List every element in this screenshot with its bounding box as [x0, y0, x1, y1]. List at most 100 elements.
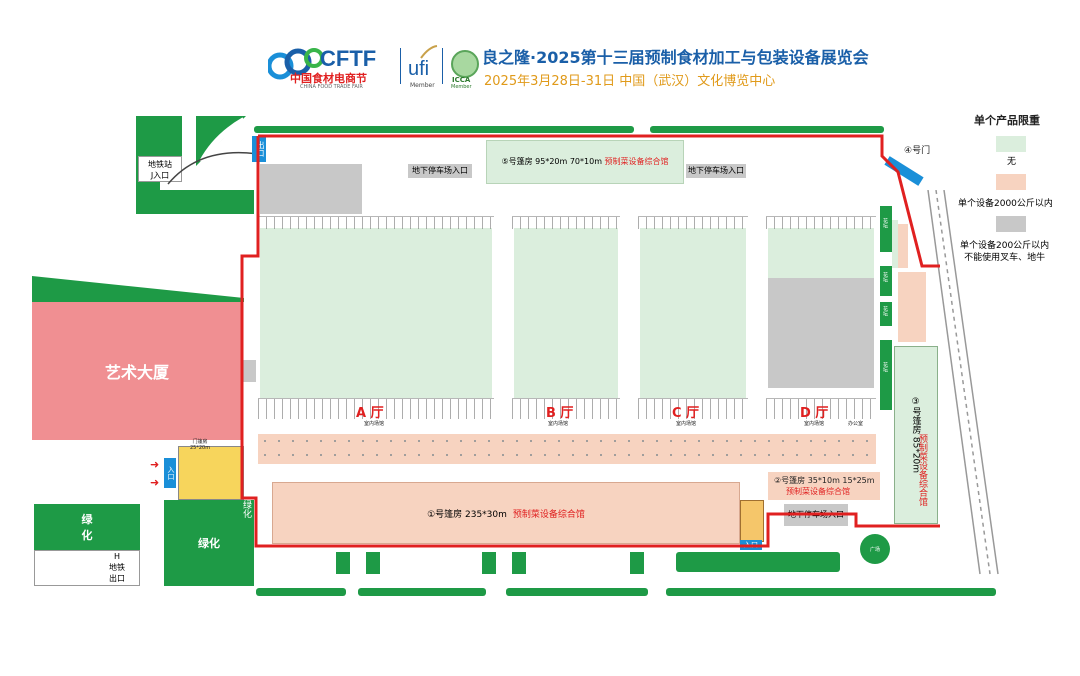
greenery-block — [136, 116, 182, 156]
header: CFTF 中国食材电商节 CHINA FOOD TRADE FAIR ufi M… — [0, 0, 1080, 100]
icca-logo-icon — [451, 50, 479, 78]
greenery-strip — [676, 552, 840, 572]
legend-item-200kg: 单个设备200公斤以内 不能使用叉车、地牛 — [960, 241, 1050, 263]
connector — [242, 360, 256, 382]
hall-c-area — [640, 228, 746, 398]
metro-j-entrance: 地铁站 J入口 — [138, 156, 182, 182]
greenery-block: 绿化 — [34, 504, 140, 550]
greenery-post — [630, 552, 644, 574]
legend-swatch-200kg — [996, 216, 1026, 232]
legend: 单个产品限重 无 单个设备2000公斤以内 单个设备200公斤以内 不能使用叉车… — [944, 108, 1080, 288]
tent-2-name: ②号篷房 35*10m 15*25m — [774, 476, 875, 485]
tent-1-use: 预制菜设备综合馆 — [512, 509, 585, 520]
page-title: 良之隆·2025第十三届预制食材加工与包装设备展览会 — [482, 48, 869, 67]
ufi-logo: ufi — [408, 58, 430, 80]
greenery-post — [366, 552, 380, 574]
tent-1-name: ①号篷房 235*30m — [427, 509, 507, 520]
cftf-logo-cn: 中国食材电商节 — [290, 72, 367, 85]
flower-bed — [880, 206, 892, 252]
greenery-block — [136, 190, 254, 214]
greenery-strip — [666, 588, 996, 596]
hall-a-label: A 厅 — [356, 406, 384, 421]
flower-label: 花坛 — [882, 306, 888, 316]
gate-tent — [178, 446, 244, 500]
indoor-b-label: 室内场馆 — [548, 421, 569, 427]
art-building-roof — [32, 276, 244, 302]
tent-1-stalls — [740, 500, 764, 542]
greenery-strip — [650, 126, 884, 133]
hall-c-facade — [638, 216, 748, 229]
greenery-strip-vertical: 绿化 — [240, 500, 254, 542]
plaza: 广场 — [860, 534, 890, 564]
restricted-area — [260, 164, 362, 214]
divider-2 — [442, 48, 443, 84]
hall-c-label: C 厅 — [672, 406, 700, 421]
flower-bed — [880, 340, 892, 410]
office-label: 办公室 — [848, 421, 864, 427]
arrow-right-icon: ➜ — [150, 458, 160, 471]
cftf-logo-icon — [266, 44, 324, 84]
hall-a-area — [260, 228, 492, 398]
curve-road — [160, 146, 260, 186]
gate-tent-label: 门篷房 25*20m — [190, 439, 211, 451]
greenery-strip — [358, 588, 486, 596]
greenery-block: 绿化 — [164, 500, 254, 586]
legend-item-free: 无 — [1007, 157, 1017, 167]
gate-4-label: ④号门 — [904, 146, 931, 156]
right-strip-free — [892, 220, 898, 268]
greenery-strip — [506, 588, 648, 596]
hall-a-facade — [258, 216, 494, 229]
legend-item-2000kg: 单个设备2000公斤以内 — [958, 199, 1053, 209]
tent-5-use: 预制菜设备综合馆 — [604, 157, 669, 166]
flower-label: 花坛 — [882, 362, 888, 372]
arrow-right-icon: ➜ — [150, 476, 160, 489]
metro-h-exit: H 地铁 出口 — [34, 550, 140, 586]
tent-1: ①号篷房 235*30m 预制菜设备综合馆 — [272, 482, 740, 544]
ufi-wheat-icon — [420, 44, 438, 59]
parking-entrance-left: 地下停车场入口 — [408, 164, 472, 178]
exit-marker: 出口 — [252, 136, 266, 162]
ufi-member: Member — [410, 82, 435, 89]
indoor-d-label: 室内场馆 — [804, 421, 825, 427]
hall-d-facade — [766, 216, 876, 229]
art-building-label: 艺术大厦 — [104, 363, 169, 382]
indoor-c-label: 室内场馆 — [676, 421, 697, 427]
entrance-marker-bottom[interactable]: 入口 — [740, 540, 762, 550]
icca-member: Member — [451, 84, 472, 90]
legend-swatch-2000kg — [996, 174, 1026, 190]
hall-d-restricted — [768, 278, 874, 388]
plaza-label: 广场 — [869, 546, 880, 553]
legend-title: 单个产品限重 — [974, 114, 1040, 127]
cftf-logo-text: CFTF — [320, 46, 377, 71]
tent-5-name: ⑤号篷房 95*20m 70*10m — [501, 157, 602, 166]
tent-2-use: 预制菜设备综合馆 — [786, 487, 850, 496]
page-subtitle: 2025年3月28日-31日 中国（武汉）文化博览中心 — [484, 74, 776, 89]
divider — [400, 48, 401, 84]
entrance-marker-left[interactable]: 入口 — [164, 458, 176, 488]
tent-5: ⑤号篷房 95*20m 70*10m 预制菜设备综合馆 — [486, 140, 684, 184]
flower-label: 花坛 — [882, 272, 888, 282]
gate-4-marker — [884, 156, 924, 186]
greenery-post — [482, 552, 496, 574]
greenery-label-3: 绿化 — [241, 500, 251, 518]
hall-b-area — [514, 228, 618, 398]
corridor-2000kg — [258, 434, 876, 464]
greenery-strip — [254, 126, 634, 133]
cftf-logo-en: CHINA FOOD TRADE FAIR — [300, 84, 363, 90]
indoor-a-label: 室内场馆 — [364, 421, 385, 427]
greenery-post — [512, 552, 526, 574]
hall-b-facade — [512, 216, 620, 229]
flower-label: 花坛 — [882, 218, 888, 228]
parking-entrance-bottom: 地下停车场入口 — [784, 504, 848, 526]
icca-logo: ICCA — [452, 76, 471, 84]
hall-d-label: D 厅 — [800, 406, 829, 421]
greenery-label-2: 绿化 — [198, 537, 220, 550]
greenery-strip — [256, 588, 346, 596]
hall-d-area — [768, 228, 874, 278]
legend-swatch-free — [996, 136, 1026, 152]
art-building: 艺术大厦 — [32, 302, 242, 440]
venue-map: 地铁站 J入口 出口 地下停车场入口 地下停车场入口 ⑤号篷房 95*20m 7… — [0, 100, 999, 672]
hall-b-label: B 厅 — [546, 406, 574, 421]
parking-entrance-right: 地下停车场入口 — [686, 164, 746, 178]
greenery-label: 绿化 — [81, 513, 93, 542]
